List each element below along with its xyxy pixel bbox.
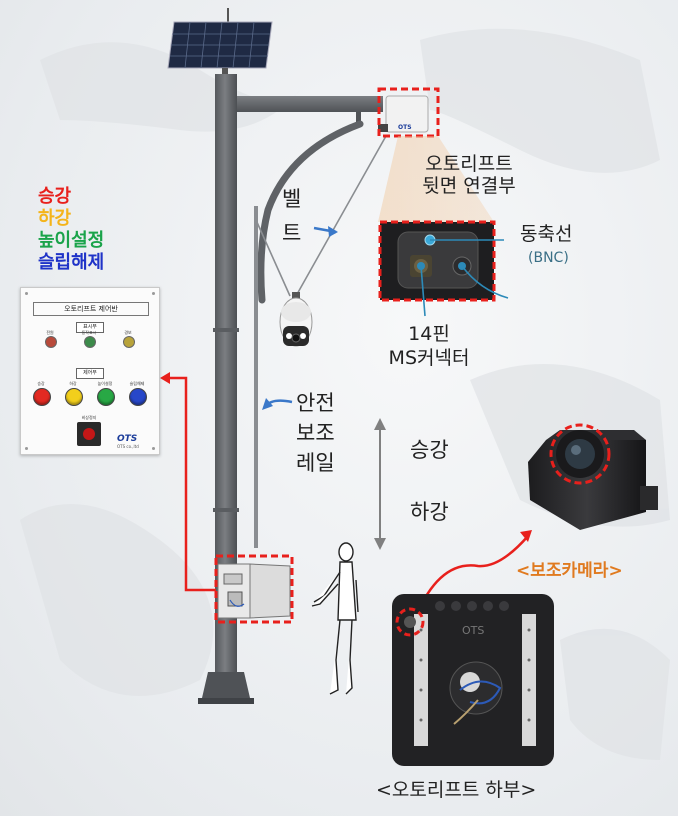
technician-figure [311,542,359,695]
aux-camera-arrow [414,530,532,617]
legend-item-down: 하강 [38,208,72,229]
ms-connector-label-line2: MS커넥터 [388,347,470,369]
down-button-label: 하강 [69,381,77,386]
ms-connector-label: 14핀 MS커넥터 [374,322,484,370]
legend-item-height-set: 높이설정 [38,230,105,251]
emergency-stop-label: 비상정지 [81,415,97,420]
ptz-camera [279,292,313,347]
main-pole [198,74,254,704]
safety-rail-label-line1: 안전 [296,391,335,415]
screw [25,292,28,295]
lift-up-label: 승강 [410,438,449,462]
aux-camera-device [528,423,658,530]
belt [255,135,387,297]
belt-label-line1: 벨 [282,187,302,211]
up-button-label: 승강 [37,381,45,386]
autolift-back-panel [378,220,496,302]
operation-lamp [84,336,96,348]
lift-down-label: 하강 [410,500,449,524]
safety-rail-label-line2: 보조 [296,421,335,445]
autolift-bottom-label: <오토리프트 하부> [376,779,537,801]
bnc-label: (BNC) [528,250,569,266]
solar-panel [167,8,273,76]
control-cabinet [214,554,294,624]
safety-rail-label-line3: 레일 [296,451,335,475]
belt-label-line2: 트 [282,221,302,245]
screw [25,447,28,450]
panel-link-arrow [160,372,216,592]
belt-arrow [313,226,338,237]
slip-release-button-label: 슬립해제 [129,381,145,386]
autolift-bottom-plate: OTS [392,594,554,766]
panel-title: 오토리프트 제어반 [33,302,149,316]
screw [152,292,155,295]
autolift-back-label-line2: 뒷면 연결부 [422,174,516,197]
operation-lamp-label: 동작표시 [81,330,97,335]
aux-camera-label: <보조카메라> [516,561,623,581]
belt-label: 벨 트 [282,182,301,250]
ms-connector-label-line1: 14핀 [408,323,450,345]
legend-item-up: 승강 [38,186,72,207]
safety-rail-label: 안전 보조 레일 [296,388,335,478]
alarm-lamp [123,336,135,348]
up-button[interactable] [33,388,51,406]
control-section-tag: 제어부 [76,368,104,379]
screw [152,447,155,450]
connector-leaders [420,239,509,317]
autolift-back-label-line1: 오토리프트 [425,153,513,175]
button-legend: 승강 하강 높이설정 슬립해제 [38,186,104,274]
display-section-tag: 표시부 [76,322,104,333]
camera-arm [257,120,364,304]
down-button[interactable] [65,388,83,406]
lift-direction-arrow [374,418,386,550]
slip-release-button[interactable] [129,388,147,406]
power-lamp-label: 전원 [46,330,54,335]
emergency-stop-button[interactable] [77,422,101,446]
callout-beam [378,136,494,222]
panel-brand: OTS [117,434,138,444]
svg-text:OTS: OTS [398,124,412,131]
pole-arm [237,96,383,126]
autolift-back-label: 오토리프트 뒷면 연결부 [402,153,536,198]
legend-item-slip-release: 슬립해제 [38,252,105,273]
alarm-lamp-label: 경보 [124,330,132,335]
power-lamp [45,336,57,348]
control-panel: 오토리프트 제어반 표시부 전원 동작표시 경보 제어부 승강 하강 높이설정 … [20,287,160,455]
height-set-button-label: 높이설정 [97,381,113,386]
bottom-brand-text: OTS [462,624,484,637]
panel-brand-sub: OTS co.,ltd [117,444,139,449]
rail-arrow [262,398,293,410]
coax-label: 동축선 [520,223,573,245]
height-set-button[interactable] [97,388,115,406]
